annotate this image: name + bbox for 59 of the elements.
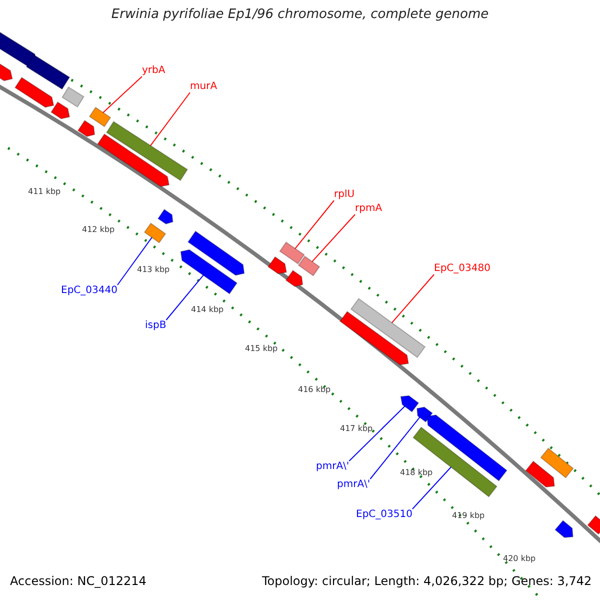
gene-feature [554,520,574,538]
gene-feature [0,61,13,82]
gene-label: EpC_03440 [61,285,118,296]
gene-feature [14,76,54,108]
gene-label: pmrA\' [337,479,370,490]
gene-feature [350,298,426,358]
gene-label: murA [190,81,218,92]
gene-feature [144,222,166,244]
leader-line [391,274,434,324]
gene-feature [26,54,70,90]
scale-label: 415 kbp [245,344,278,354]
scale-label: 411 kbp [28,187,61,196]
gene-feature [187,230,245,276]
scale-label: 412 kbp [82,225,115,234]
gene-feature [279,242,305,264]
gene-feature [400,395,420,412]
gene-feature [587,515,600,535]
leader-line [150,92,190,146]
scale-label: 420 kbp [503,554,536,564]
gene-feature [180,249,238,294]
leader-line [311,214,356,262]
gene-feature [525,460,555,488]
gene-feature [268,256,287,274]
gene-label: rplU [334,189,355,200]
gene-label: rpmA [355,203,382,214]
scale-label: 417 kbp [340,424,373,434]
title: Erwinia pyrifoliae Ep1/96 chromosome, complete genome [110,8,490,23]
leader-line [294,200,334,250]
scale-label: 418 kbp [400,468,433,478]
scale-label: 414 kbp [191,305,224,314]
scale-label: 413 kbp [137,265,170,274]
gene-feature [50,101,70,120]
leader-line [370,416,420,480]
scale-label: 419 kbp [452,511,485,520]
gene-label: EpC_03480 [434,263,490,274]
gene-feature [157,208,174,224]
gene-feature [97,133,170,188]
leader-line [102,76,142,114]
gene-feature [285,270,304,287]
scale-label: 416 kbp [298,385,331,394]
gene-label: EpC_03510 [356,509,412,520]
gene-label: pmrA\' [316,461,350,472]
gene-label: ispB [145,320,166,332]
gene-feature [77,120,96,138]
leader-line [412,466,452,510]
gene-feature [339,310,409,366]
gene-feature [88,106,112,128]
gene-feature [0,30,37,67]
info-text: Topology: circular; Length: 4,026,322 bp; Genes: 3,742 [262,575,592,589]
leader-line [116,236,153,286]
gene-feature [298,256,320,276]
gene-feature [540,448,574,478]
gene-feature [106,120,188,182]
gene-label: yrbA [142,65,166,76]
leader-line [348,406,406,462]
gene-feature [62,86,84,108]
gene-feature [416,406,433,423]
leader-line [166,274,204,320]
info-text: Accession: NC_012214 [10,575,146,589]
